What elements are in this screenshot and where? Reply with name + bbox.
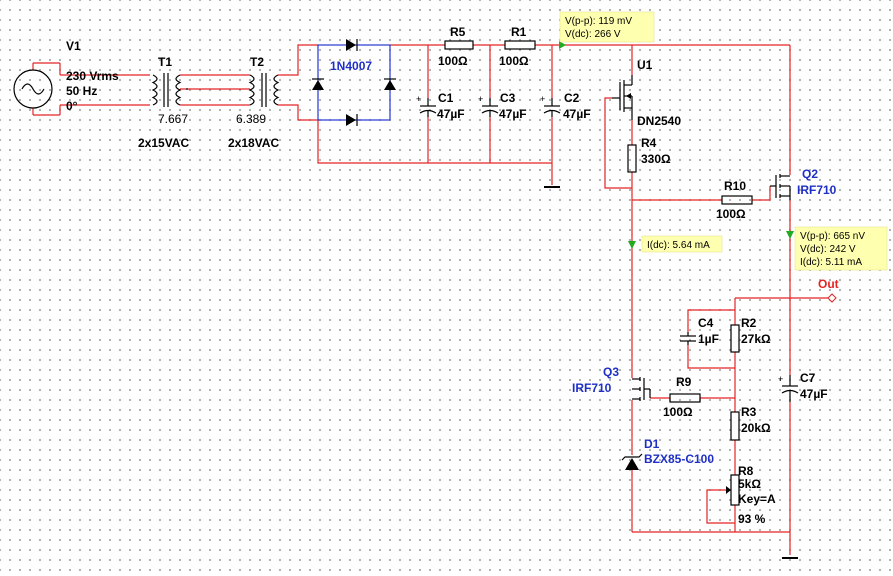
v1-phase: 0°: [66, 99, 78, 113]
capacitor-c1: +: [416, 94, 437, 117]
t1-ratio: 7.667: [158, 112, 188, 126]
t2-ratio: 6.389: [236, 112, 266, 126]
potentiometer-r8: [726, 474, 740, 506]
mosfet-q2: [770, 174, 791, 200]
v1-frequency: 50 Hz: [66, 84, 97, 98]
resistor-r9: [669, 393, 701, 403]
probe-3-line-1: V(p-p): 665 nV: [800, 231, 865, 242]
probe-3-line-3: I(dc): 5.11 mA: [800, 257, 862, 268]
mosfet-q3: [632, 377, 651, 401]
bridge-part: 1N4007: [330, 59, 372, 73]
c4-ref: C4: [698, 316, 714, 330]
probe-2-line-1: I(dc): 5.64 mA: [647, 240, 710, 251]
svg-text:+: +: [540, 94, 545, 104]
c3-value: 47µF: [499, 107, 527, 121]
t1-desc: 2x15VAC: [138, 136, 189, 150]
resistor-r1: [504, 40, 536, 50]
capacitor-c2: +: [540, 94, 561, 117]
out-label: Out: [818, 277, 839, 291]
c1-ref: C1: [438, 91, 454, 105]
r2-value: 27kΩ: [741, 332, 771, 346]
capacitor-c7: +: [778, 374, 799, 402]
c7-ref: C7: [800, 371, 816, 385]
c2-ref: C2: [564, 91, 580, 105]
r3-ref: R3: [741, 405, 757, 419]
r5-value: 100Ω: [438, 54, 468, 68]
svg-text:+: +: [416, 94, 421, 104]
probe-1-line-2: V(dc): 266 V: [565, 29, 621, 40]
c1-value: 47µF: [437, 107, 465, 121]
transformer-t2: [248, 73, 280, 107]
resistor-r4: [627, 144, 637, 173]
q3-part: IRF710: [572, 381, 612, 395]
r3-value: 20kΩ: [741, 421, 771, 435]
d1-ref: D1: [644, 437, 660, 451]
q3-ref: Q3: [603, 365, 619, 379]
probe-3[interactable]: V(p-p): 665 nV V(dc): 242 V I(dc): 5.11 …: [786, 226, 888, 271]
u1-part: DN2540: [637, 114, 681, 128]
mosfet-u1: [612, 75, 633, 120]
capacitor-c3: +: [478, 94, 499, 117]
c7-value: 47µF: [800, 387, 828, 401]
r8-percent: 93 %: [738, 512, 766, 526]
v1-ref: V1: [66, 39, 81, 53]
svg-text:+: +: [478, 94, 483, 104]
u1-ref: U1: [637, 58, 653, 72]
probe-3-line-2: V(dc): 242 V: [800, 244, 856, 255]
probe-1-line-1: V(p-p): 119 mV: [565, 16, 632, 27]
output-port[interactable]: [827, 293, 837, 303]
r4-value: 330Ω: [641, 152, 671, 166]
r10-ref: R10: [724, 179, 746, 193]
probe-1[interactable]: V(p-p): 119 mV V(dc): 266 V: [559, 11, 655, 49]
d1-part: BZX85-C100: [644, 452, 714, 466]
probe-2[interactable]: I(dc): 5.64 mA: [628, 235, 723, 253]
bridge-rectifier: [312, 39, 396, 126]
r1-value: 100Ω: [499, 54, 529, 68]
svg-text:+: +: [778, 374, 783, 384]
r8-value: 5kΩ: [738, 477, 761, 491]
r8-key: Key=A: [738, 492, 776, 506]
v1-voltage: 230 Vrms: [66, 69, 119, 83]
v1-ac-source: [13, 69, 53, 109]
q2-ref: Q2: [802, 167, 818, 181]
r5-ref: R5: [450, 25, 466, 39]
resistor-r5: [444, 40, 474, 50]
capacitor-c4: [680, 332, 696, 345]
resistor-r2: [730, 324, 740, 353]
t2-ref: T2: [250, 55, 264, 69]
q2-part: IRF710: [797, 183, 837, 197]
resistor-r3: [730, 411, 740, 441]
r9-ref: R9: [676, 375, 692, 389]
r2-ref: R2: [741, 316, 757, 330]
r4-ref: R4: [641, 136, 657, 150]
zener-diode-d1: [621, 453, 643, 470]
c3-ref: C3: [500, 91, 516, 105]
component-labels: V1 230 Vrms 50 Hz 0° T1 7.667 2x15VAC T2…: [66, 25, 839, 526]
r1-ref: R1: [511, 25, 527, 39]
r10-value: 100Ω: [716, 207, 746, 221]
r9-value: 100Ω: [663, 405, 693, 419]
wires: [32, 44, 828, 555]
resistor-r10: [721, 195, 753, 205]
r8-ref: R8: [738, 464, 754, 478]
t1-ref: T1: [158, 55, 172, 69]
c4-value: 1µF: [698, 332, 719, 346]
t2-desc: 2x18VAC: [228, 136, 279, 150]
transformer-t1: [151, 73, 250, 107]
c2-value: 47µF: [563, 107, 591, 121]
